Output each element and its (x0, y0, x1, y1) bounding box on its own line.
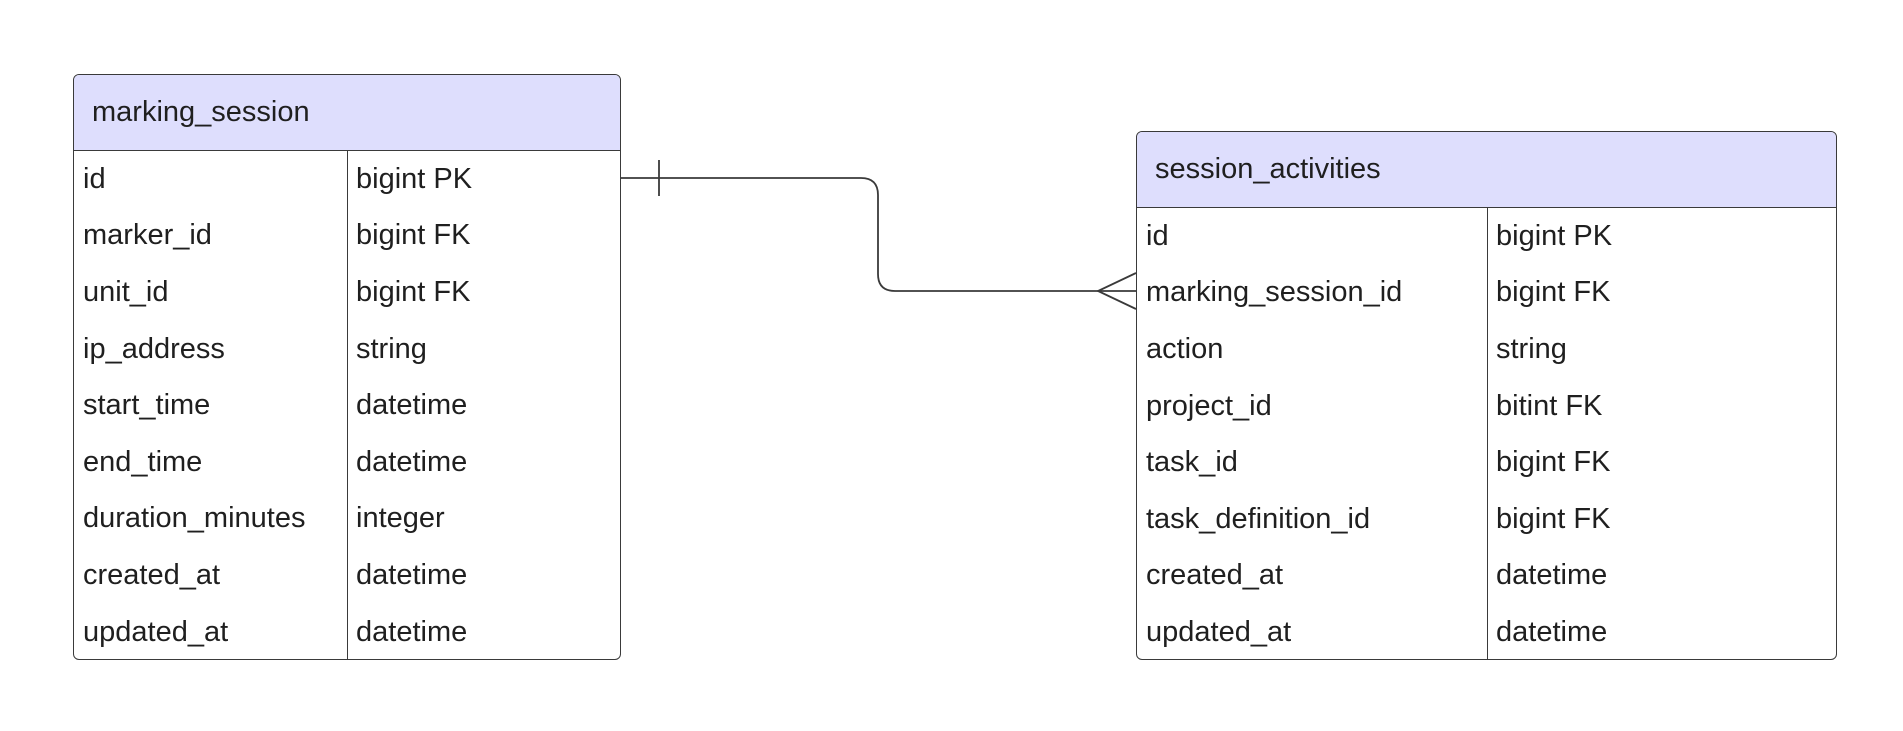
entity-title: marking_session (74, 75, 620, 151)
attribute-row: unit_id bigint FK (74, 264, 620, 321)
attribute-name: ip_address (83, 332, 225, 365)
attribute-row: action string (1137, 321, 1836, 378)
attribute-row: project_id bitint FK (1137, 378, 1836, 435)
attribute-name: task_id (1146, 446, 1238, 479)
attribute-row: task_id bigint FK (1137, 434, 1836, 491)
attribute-row: id bigint PK (74, 151, 620, 208)
attribute-name: project_id (1146, 389, 1272, 422)
attribute-row: marker_id bigint FK (74, 208, 620, 265)
attribute-row: updated_at datetime (1137, 604, 1836, 659)
attribute-name: id (83, 162, 106, 195)
relationship-line (621, 177, 1136, 292)
attribute-row: end_time datetime (74, 434, 620, 491)
attribute-name: end_time (83, 445, 203, 478)
attribute-type: bigint FK (1496, 446, 1611, 479)
attribute-row: task_definition_id bigint FK (1137, 491, 1836, 548)
entity-marking-session: marking_session id bigint PK marker_id b… (73, 74, 621, 660)
attribute-name: duration_minutes (83, 502, 306, 535)
attribute-type: datetime (356, 558, 468, 591)
entity-title: session_activities (1137, 132, 1836, 208)
entity-session-activities: session_activities id bigint PK marking_… (1136, 131, 1837, 660)
attribute-name: updated_at (83, 615, 229, 648)
attribute-row: updated_at datetime (74, 604, 620, 659)
attribute-row: created_at datetime (1137, 548, 1836, 605)
attribute-name: task_definition_id (1146, 502, 1371, 535)
attribute-name: action (1146, 332, 1224, 365)
attribute-type: datetime (356, 389, 468, 422)
attribute-name: unit_id (83, 275, 169, 308)
attribute-type: string (356, 332, 427, 365)
attribute-type: datetime (356, 615, 468, 648)
attribute-type: string (1496, 332, 1567, 365)
attribute-name: marker_id (83, 219, 212, 252)
attribute-type: bigint PK (1496, 219, 1613, 252)
attribute-type: integer (356, 502, 445, 535)
attribute-name: created_at (1146, 559, 1284, 592)
attribute-row: start_time datetime (74, 377, 620, 434)
attribute-row: duration_minutes integer (74, 491, 620, 548)
attribute-type: bigint PK (356, 162, 473, 195)
attribute-type: bigint FK (1496, 502, 1611, 535)
attribute-type: bigint FK (356, 219, 471, 252)
column-divider (347, 151, 348, 659)
attribute-type: datetime (356, 445, 468, 478)
attribute-row: ip_address string (74, 321, 620, 378)
many-cardinality-crowfoot (1095, 272, 1137, 310)
attribute-type: datetime (1496, 615, 1608, 648)
attribute-name: start_time (83, 389, 211, 422)
attribute-name: created_at (83, 558, 221, 591)
attribute-row: id bigint PK (1137, 208, 1836, 265)
attribute-type: datetime (1496, 559, 1608, 592)
attribute-name: updated_at (1146, 615, 1292, 648)
attribute-type: bitint FK (1496, 389, 1603, 422)
attribute-row: marking_session_id bigint FK (1137, 265, 1836, 322)
attribute-row: created_at datetime (74, 547, 620, 604)
attribute-name: marking_session_id (1146, 276, 1403, 309)
attribute-type: bigint FK (1496, 276, 1611, 309)
attribute-type: bigint FK (356, 275, 471, 308)
attribute-name: id (1146, 219, 1169, 252)
column-divider (1487, 208, 1488, 659)
